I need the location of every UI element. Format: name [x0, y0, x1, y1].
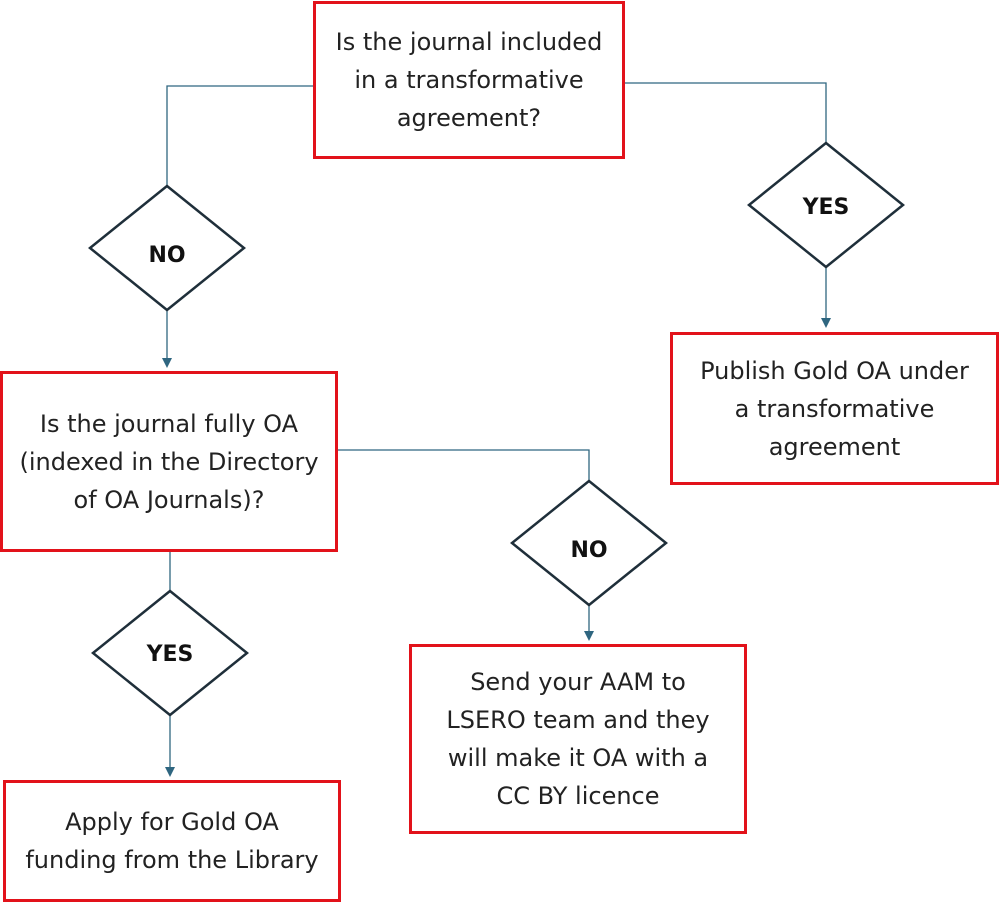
- decision-diamond-no-left: [88, 184, 246, 312]
- outcome-text-send-aam: Send your AAM to LSERO team and they wil…: [446, 668, 710, 810]
- connector-q2-to-no: [337, 449, 590, 481]
- outcome-box-apply-funding: Apply for Gold OA funding from the Libra…: [3, 780, 341, 902]
- decision-label-yes-bottom: YES: [146, 642, 194, 667]
- outcome-text-apply-funding: Apply for Gold OA funding from the Libra…: [25, 808, 319, 874]
- decision-label-no-left: NO: [148, 243, 186, 268]
- question-text-fully-oa: Is the journal fully OA (indexed in the …: [19, 409, 319, 514]
- outcome-box-send-aam: Send your AAM to LSERO team and they wil…: [409, 644, 747, 834]
- decision-diamond-yes-bottom: [91, 589, 249, 717]
- decision-label-yes-right: YES: [802, 195, 850, 220]
- outcome-text-publish-gold: Publish Gold OA under a transformative a…: [700, 356, 969, 461]
- outcome-box-publish-gold: Publish Gold OA under a transformative a…: [670, 332, 999, 485]
- question-text-transformative: Is the journal included in a transformat…: [335, 28, 603, 132]
- decision-label-no-middle: NO: [570, 538, 608, 563]
- question-box-transformative: Is the journal included in a transformat…: [313, 1, 625, 159]
- question-box-fully-oa: Is the journal fully OA (indexed in the …: [0, 371, 338, 552]
- connector-q1-to-yes: [625, 82, 827, 143]
- connector-q1-to-no: [166, 85, 315, 186]
- decision-diamond-no-middle: [510, 479, 668, 607]
- decision-diamond-yes-right: [747, 141, 905, 269]
